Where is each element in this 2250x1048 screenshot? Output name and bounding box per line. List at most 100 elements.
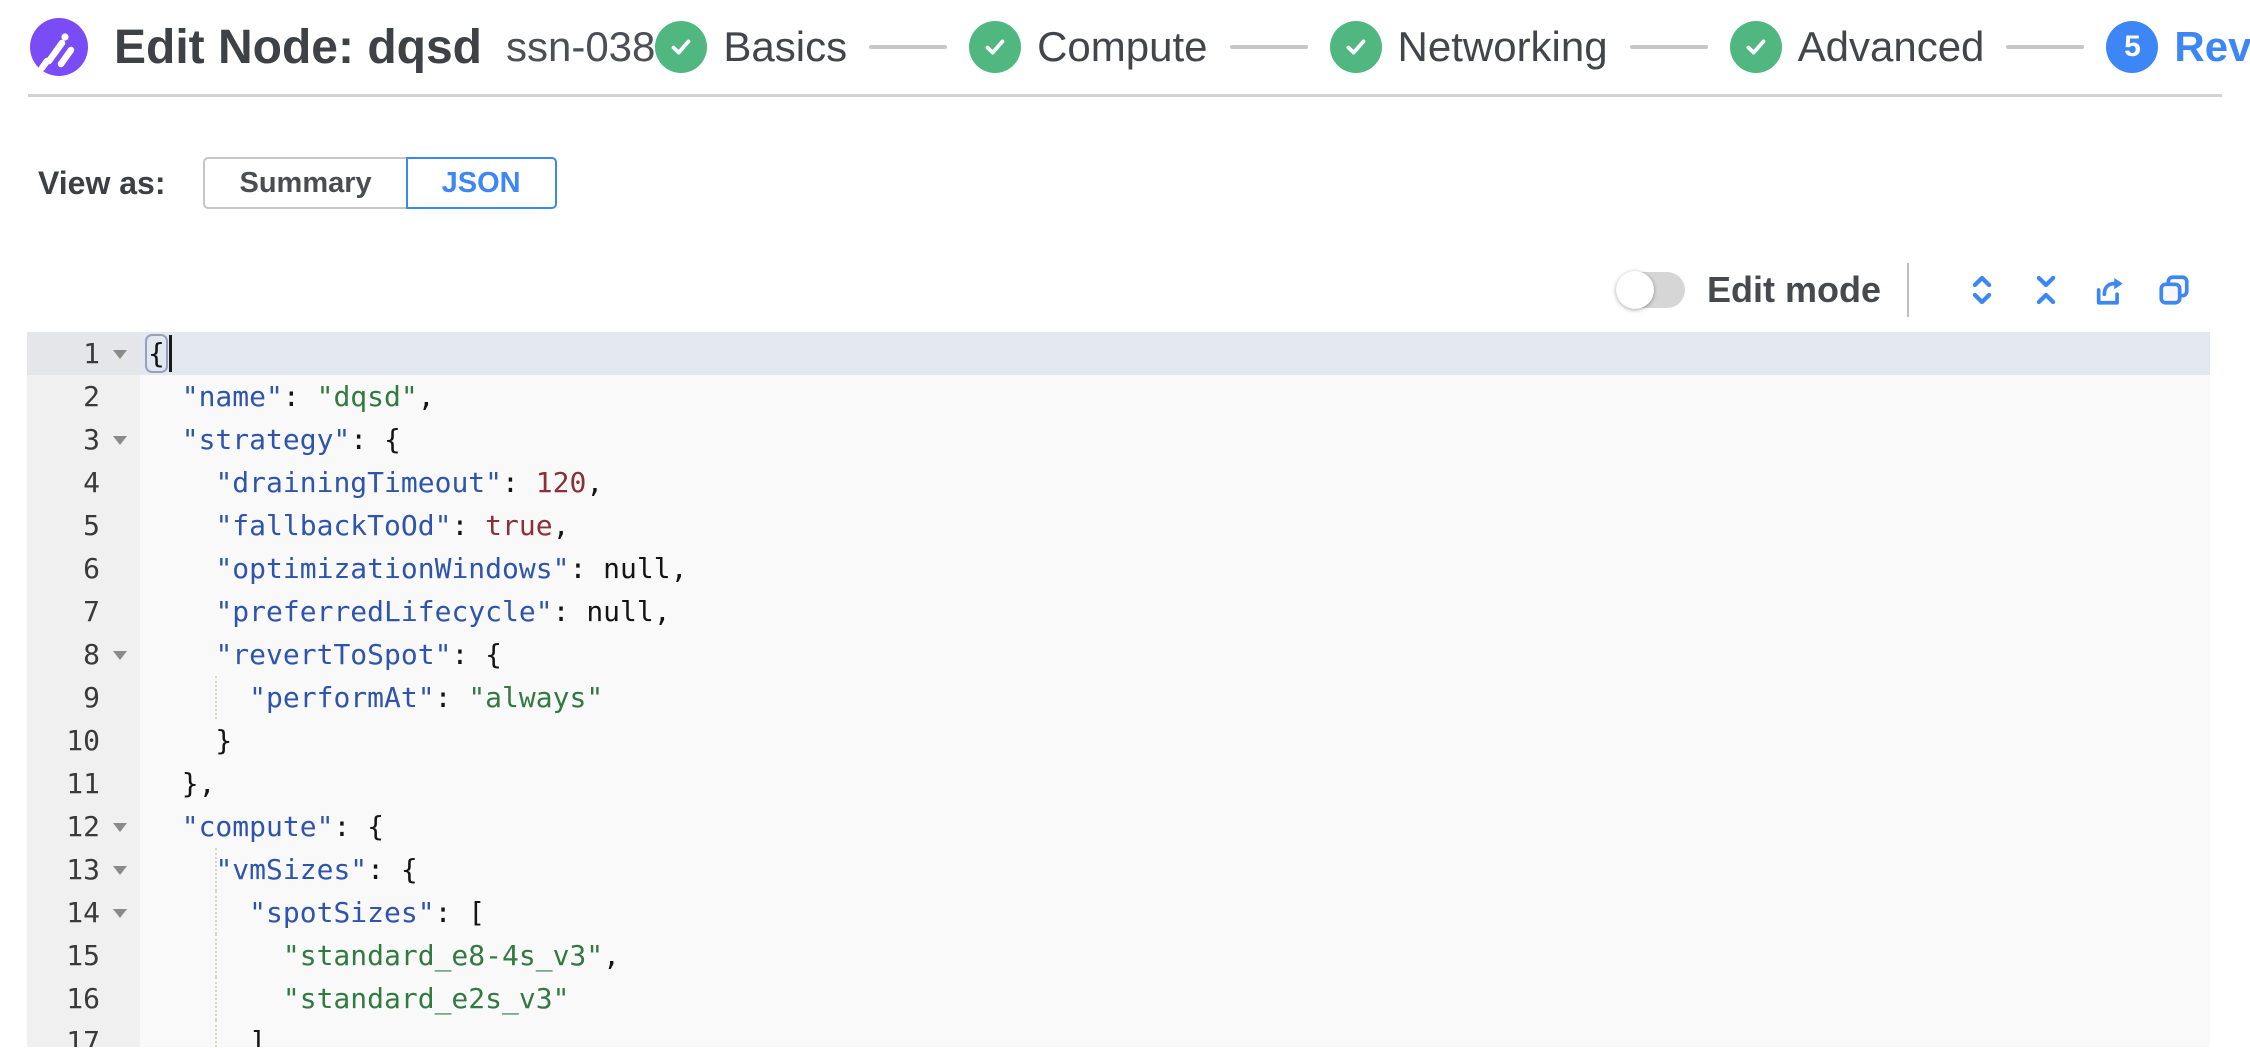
fold-toggle-icon[interactable] <box>113 866 127 875</box>
code-line: 9 "performAt": "always" <box>27 676 2210 719</box>
step-basics[interactable]: Basics <box>655 21 847 73</box>
step-label: Compute <box>1037 23 1208 70</box>
code-text[interactable]: "vmSizes": { <box>140 848 2210 891</box>
indent-guide <box>215 934 217 977</box>
code-text[interactable]: "drainingTimeout": 120, <box>215 466 604 499</box>
line-number: 11 <box>27 762 140 805</box>
expand-all-icon[interactable] <box>1961 269 2003 311</box>
export-icon[interactable] <box>2089 269 2131 311</box>
code-text[interactable]: "compute": { <box>181 810 385 843</box>
view-as-toggle: Summary JSON <box>203 157 557 209</box>
code-text[interactable]: } <box>148 724 233 757</box>
step-check-icon <box>1329 21 1382 73</box>
fold-toggle-icon[interactable] <box>113 909 127 918</box>
step-label: Review <box>2174 23 2250 70</box>
step-label: Networking <box>1397 23 1608 70</box>
fold-toggle-icon[interactable] <box>113 436 127 445</box>
code-text[interactable]: "name": "dqsd", <box>181 380 435 413</box>
indent-guide <box>215 1020 217 1047</box>
json-editor[interactable]: 1{2 "name": "dqsd",3 "strategy": {4 "dra… <box>27 332 2210 1047</box>
step-advanced[interactable]: Advanced <box>1729 21 1985 73</box>
code-line: 17 ], <box>27 1020 2210 1047</box>
spot-logo <box>30 18 88 76</box>
code-line: 1{ <box>27 332 2210 375</box>
line-number: 8 <box>27 633 140 676</box>
step-connector <box>1229 45 1308 49</box>
code-text[interactable]: "preferredLifecycle": null, <box>215 595 671 628</box>
code-line: 15 "standard_e8-4s_v3", <box>27 934 2210 977</box>
code-line: 7 "preferredLifecycle": null, <box>27 590 2210 633</box>
summary-button[interactable]: Summary <box>203 157 408 209</box>
line-number: 15 <box>27 934 140 977</box>
line-number: 16 <box>27 977 140 1020</box>
code-text[interactable]: "optimizationWindows": null, <box>215 552 688 585</box>
code-line: 3 "strategy": { <box>27 418 2210 461</box>
step-review[interactable]: 5Review <box>2106 21 2250 73</box>
fold-toggle-icon[interactable] <box>113 823 127 832</box>
step-check-icon <box>969 21 1022 73</box>
toolbar-divider <box>1907 263 1909 317</box>
code-line: 10 } <box>27 719 2210 762</box>
code-text[interactable]: "performAt": "always" <box>140 676 2210 719</box>
step-check-icon <box>1729 21 1782 73</box>
collapse-all-icon[interactable] <box>2025 269 2067 311</box>
step-networking[interactable]: Networking <box>1329 21 1608 73</box>
indent-guide <box>215 891 217 934</box>
line-number: 17 <box>27 1020 140 1047</box>
line-number: 7 <box>27 590 140 633</box>
code-text[interactable]: "standard_e2s_v3" <box>140 977 2210 1020</box>
line-number: 14 <box>27 891 140 934</box>
code-line: 11 }, <box>27 762 2210 805</box>
line-number: 2 <box>27 375 140 418</box>
code-text[interactable]: "fallbackToOd": true, <box>215 509 570 542</box>
editor-toolbar: Edit mode <box>0 261 2195 319</box>
edit-mode-toggle[interactable] <box>1615 271 1685 309</box>
node-id: ssn-038 <box>505 23 656 70</box>
fold-toggle-icon[interactable] <box>113 651 127 660</box>
step-connector <box>869 45 948 49</box>
code-line: 8 "revertToSpot": { <box>27 633 2210 676</box>
page-title: Edit Node: dqsd <box>114 20 482 74</box>
code-text[interactable]: "standard_e8-4s_v3", <box>140 934 2210 977</box>
line-number: 4 <box>27 461 140 504</box>
editor-lines: 1{2 "name": "dqsd",3 "strategy": {4 "dra… <box>27 332 2210 1047</box>
indent-guide <box>215 977 217 1020</box>
line-number: 9 <box>27 676 140 719</box>
indent-guide <box>215 676 217 719</box>
step-connector <box>1629 45 1708 49</box>
line-number: 1 <box>27 332 140 375</box>
view-as-label: View as: <box>38 164 166 201</box>
line-number: 5 <box>27 504 140 547</box>
json-button[interactable]: JSON <box>405 157 557 209</box>
line-number: 3 <box>27 418 140 461</box>
step-label: Advanced <box>1797 23 1985 70</box>
fold-toggle-icon[interactable] <box>113 350 127 359</box>
line-number: 13 <box>27 848 140 891</box>
code-line: 5 "fallbackToOd": true, <box>27 504 2210 547</box>
edit-mode-label: Edit mode <box>1706 269 1881 310</box>
code-line: 16 "standard_e2s_v3" <box>27 977 2210 1020</box>
code-line: 2 "name": "dqsd", <box>27 375 2210 418</box>
code-text[interactable]: "revertToSpot": { <box>215 638 503 671</box>
wizard-header: Edit Node: dqsd ssn-038 Basics Compute Net… <box>28 0 2250 97</box>
code-text[interactable]: "strategy": { <box>181 423 401 456</box>
code-line: 6 "optimizationWindows": null, <box>27 547 2210 590</box>
step-connector <box>2006 45 2085 49</box>
code-line: 14 "spotSizes": [ <box>27 891 2210 934</box>
step-check-icon <box>655 21 708 73</box>
code-text[interactable]: { <box>140 332 2210 375</box>
code-text[interactable]: ], <box>140 1020 2210 1047</box>
line-number: 12 <box>27 805 140 848</box>
view-as-row: View as: Summary JSON <box>38 157 2250 209</box>
step-label: Basics <box>723 23 848 70</box>
indent-guide <box>215 848 217 891</box>
code-line: 13 "vmSizes": { <box>27 848 2210 891</box>
copy-icon[interactable] <box>2153 269 2195 311</box>
step-compute[interactable]: Compute <box>969 21 1208 73</box>
text-cursor <box>169 335 172 372</box>
code-line: 12 "compute": { <box>27 805 2210 848</box>
code-text[interactable]: }, <box>148 767 216 800</box>
code-text[interactable]: "spotSizes": [ <box>140 891 2210 934</box>
line-number: 6 <box>27 547 140 590</box>
code-line: 4 "drainingTimeout": 120, <box>27 461 2210 504</box>
